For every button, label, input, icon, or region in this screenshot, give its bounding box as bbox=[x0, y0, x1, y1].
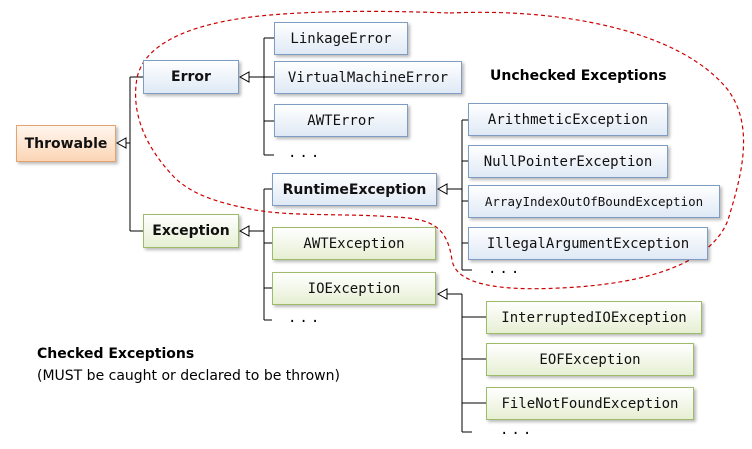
checked-exceptions-note: (MUST be caught or declared to be thrown… bbox=[37, 368, 340, 384]
exception-node: Exception bbox=[143, 214, 239, 248]
runtime-more-ellipsis: ... bbox=[488, 261, 523, 277]
io-exception-node: IOException bbox=[272, 272, 436, 305]
arithmetic-exception-node: ArithmeticException bbox=[468, 103, 668, 136]
unchecked-boundary bbox=[135, 10, 745, 290]
illegal-argument-exception-node: IllegalArgumentException bbox=[468, 227, 708, 260]
throwable-node: Throwable bbox=[16, 125, 116, 162]
awt-exception-node: AWTException bbox=[272, 227, 436, 260]
null-pointer-exception-node: NullPointerException bbox=[468, 145, 668, 178]
linkage-error-node: LinkageError bbox=[274, 22, 408, 55]
io-more-ellipsis: ... bbox=[500, 422, 535, 438]
eof-exception-node: EOFException bbox=[486, 343, 694, 376]
interrupted-io-exception-node: InterruptedIOException bbox=[486, 301, 702, 334]
unchecked-exceptions-label: Unchecked Exceptions bbox=[490, 68, 667, 84]
awt-error-node: AWTError bbox=[274, 104, 408, 137]
file-not-found-exception-node: FileNotFoundException bbox=[486, 387, 694, 420]
checked-exceptions-title: Checked Exceptions bbox=[37, 346, 195, 362]
array-index-out-of-bound-exception-node: ArrayIndexOutOfBoundException bbox=[468, 185, 720, 218]
runtime-exception-node: RuntimeException bbox=[272, 173, 437, 206]
virtual-machine-error-node: VirtualMachineError bbox=[274, 61, 462, 94]
exception-more-ellipsis: ... bbox=[288, 310, 323, 326]
error-node: Error bbox=[143, 60, 239, 94]
error-more-ellipsis: ... bbox=[288, 145, 323, 161]
